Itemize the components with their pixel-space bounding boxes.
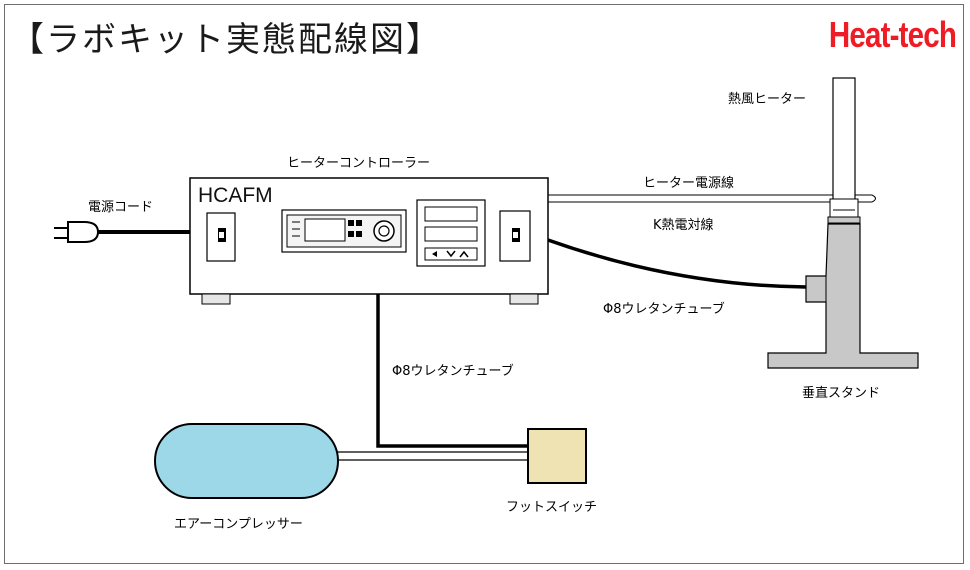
- urethane-tube-down-label: Φ8ウレタンチューブ: [392, 364, 514, 379]
- urethane-tube-right-label: Φ8ウレタンチューブ: [603, 302, 725, 317]
- plug-icon: [54, 221, 100, 243]
- brand-logo: Heat-tech: [828, 14, 957, 55]
- control-knob-icon: [373, 220, 395, 242]
- power-cord-label: 電源コード: [88, 200, 154, 215]
- urethane-tube-to-switch: [376, 294, 528, 448]
- vertical-stand: [767, 223, 919, 369]
- controller-model: HCAFM: [198, 184, 273, 207]
- vertical-stand-label: 垂直スタンド: [802, 386, 881, 401]
- foot-switch-label: フットスイッチ: [506, 500, 598, 515]
- heater-controller: [189, 177, 549, 305]
- heater-power-line-label: ヒーター電源線: [643, 176, 735, 191]
- thermocouple-line-label: K熱電対線: [653, 218, 714, 233]
- air-compressor-label: エアーコンプレッサー: [174, 517, 303, 532]
- controller-label: ヒーターコントローラー: [287, 156, 431, 171]
- urethane-tube-to-stand: [547, 238, 807, 289]
- foot-switch-box: [527, 428, 587, 484]
- air-compressor-tank: [154, 423, 339, 499]
- diagram-frame: [4, 4, 964, 564]
- hot-air-heater-label: 熱風ヒーター: [728, 92, 807, 107]
- hot-air-heater: [827, 77, 861, 224]
- page-title: 【ラボキット実態配線図】: [10, 20, 442, 60]
